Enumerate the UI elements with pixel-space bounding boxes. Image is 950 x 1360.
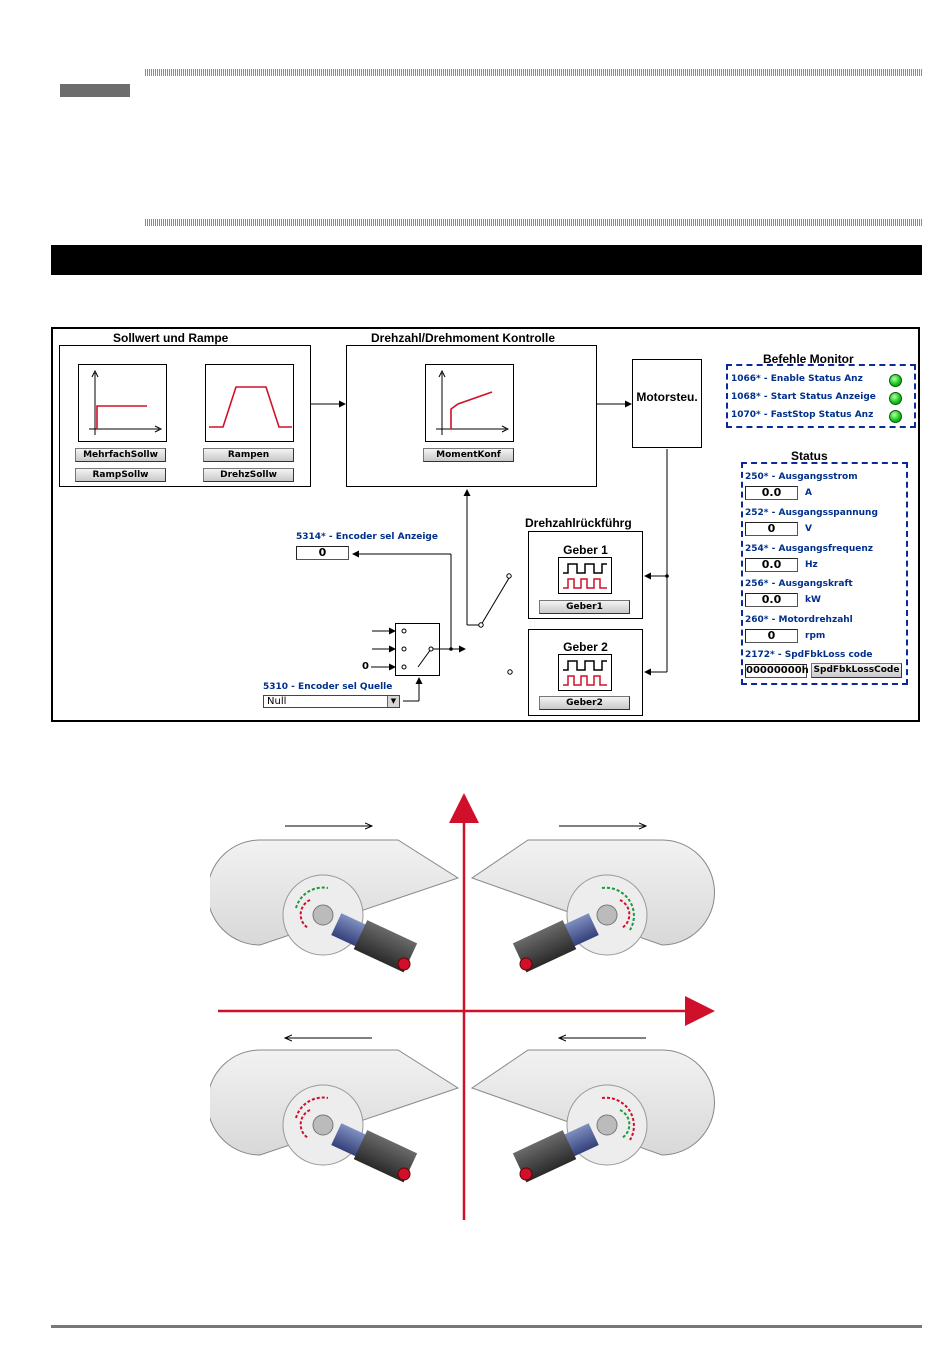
encoder-sel-anzeige-label: 5314* - Encoder sel Anzeige	[296, 532, 438, 542]
geber1-title: Geber 1	[563, 543, 608, 557]
status-item-value: 0	[745, 522, 798, 536]
footer-rule	[51, 1325, 922, 1328]
encoder-signal-icon	[563, 563, 607, 589]
conveyor-motor-icon	[470, 1049, 715, 1183]
status-item-label: 256* - Ausgangskraft	[745, 579, 853, 589]
status-led	[889, 392, 902, 405]
switch-zero-label: 0	[362, 661, 369, 672]
encoder-sel-anzeige-value: 0	[296, 546, 349, 560]
loss-code-value: 00000000h	[745, 664, 809, 678]
befehle-title: Befehle Monitor	[763, 352, 854, 366]
geber1-signal	[558, 557, 612, 594]
status-item-label: 250* - Ausgangsstrom	[745, 472, 858, 482]
conveyor-motor-icon	[210, 839, 460, 973]
status-panel	[741, 462, 908, 685]
status-item-value: 0	[745, 629, 798, 643]
encoder-signal-icon	[563, 660, 607, 686]
rampen-button[interactable]: Rampen	[203, 448, 294, 462]
drehzsollw-button[interactable]: DrehzSollw	[203, 468, 294, 482]
motorsteu-label: Motorsteu.	[636, 390, 698, 404]
mehrfachsollw-button[interactable]: MehrfachSollw	[75, 448, 166, 462]
header-rule-top	[145, 69, 922, 76]
geber1-button[interactable]: Geber1	[539, 600, 630, 614]
section-bar	[51, 245, 922, 275]
encoder-sel-quelle-select[interactable]: Null ▼	[263, 695, 400, 708]
status-led	[889, 374, 902, 387]
header-rule-bottom	[145, 219, 922, 226]
conveyor-motor-icon	[470, 839, 715, 973]
control-diagram-panel: Sollwert und Rampe MehrfachSollw RampSol…	[51, 327, 920, 722]
status-item-value: 0.0	[745, 558, 798, 572]
rampen-chart	[205, 364, 294, 442]
four-quadrant-illustration	[210, 793, 715, 1220]
status-item-label: 254* - Ausgangsfrequenz	[745, 544, 874, 554]
encoder-sel-quelle-value: Null	[267, 696, 287, 707]
status-item-unit: Hz	[805, 560, 818, 570]
spdfbklosscode-button[interactable]: SpdFbkLossCode	[811, 663, 902, 678]
moment-chart	[425, 364, 514, 442]
status-item-value: 0.0	[745, 593, 798, 607]
geber2-button[interactable]: Geber2	[539, 696, 630, 710]
befehle-item-label: 1070* - FastStop Status Anz	[731, 410, 874, 420]
feedback-title: Drehzahlrückführg	[525, 516, 632, 530]
sollwert-title: Sollwert und Rampe	[113, 331, 229, 345]
geber2-title: Geber 2	[563, 640, 608, 654]
status-item-unit: V	[805, 524, 812, 534]
chapter-tab	[60, 84, 130, 97]
befehle-monitor	[726, 364, 916, 428]
status-item-unit: kW	[805, 595, 821, 605]
status-item-unit: rpm	[805, 631, 826, 641]
loss-code-label: 2172* - SpdFbkLoss code	[745, 650, 873, 660]
status-item-label: 252* - Ausgangsspannung	[745, 508, 878, 518]
status-item-unit: A	[805, 488, 812, 498]
conveyor-motor-icon	[210, 1049, 460, 1183]
mehrfach-chart	[78, 364, 167, 442]
befehle-item-label: 1068* - Start Status Anzeige	[731, 392, 876, 402]
encoder-sel-quelle-label: 5310 - Encoder sel Quelle	[263, 682, 393, 692]
rampsollw-button[interactable]: RampSollw	[75, 468, 166, 482]
momentkonf-button[interactable]: MomentKonf	[423, 448, 514, 462]
drehzahl-title: Drehzahl/Drehmoment Kontrolle	[371, 331, 556, 345]
status-title: Status	[791, 449, 828, 463]
status-led	[889, 410, 902, 423]
status-item-label: 260* - Motordrehzahl	[745, 615, 853, 625]
chevron-down-icon[interactable]: ▼	[387, 696, 399, 707]
encoder-selector-switch	[395, 623, 440, 676]
geber2-signal	[558, 654, 612, 691]
status-item-value: 0.0	[745, 486, 798, 500]
befehle-item-label: 1066* - Enable Status Anz	[731, 374, 863, 384]
motorsteu-box	[632, 359, 702, 448]
